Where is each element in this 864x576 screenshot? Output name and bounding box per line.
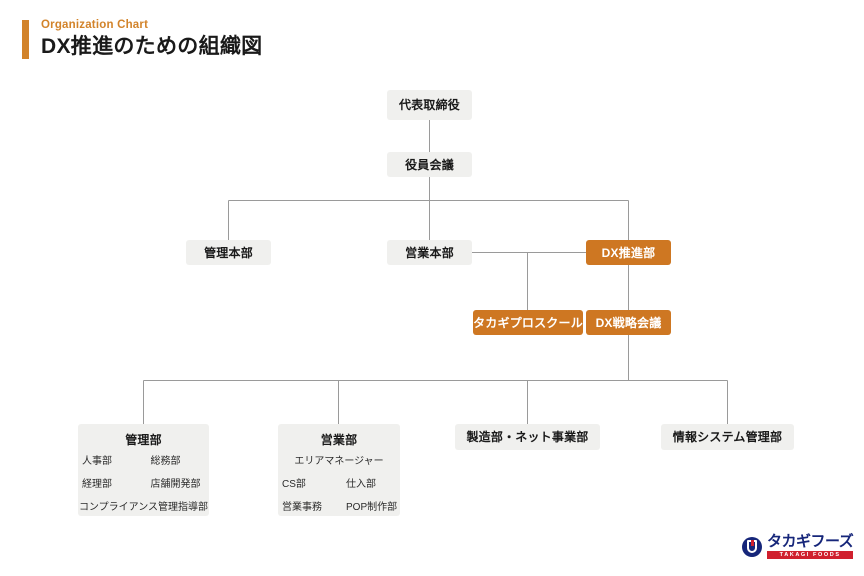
sub-department-row: エリアマネージャー	[278, 455, 400, 469]
logo-text-group: タカギフーズ TAKAGI FOODS	[767, 533, 854, 559]
header-accent-bar	[22, 20, 29, 59]
sub-department-list: 人事部 総務部 経理部 店舗開発部 コンプライアンス管理指導部	[78, 455, 209, 515]
sub-department-row: CS部 仕入部	[278, 478, 400, 492]
sub-department-list: エリアマネージャー CS部 仕入部 営業事務 POP制作部	[278, 455, 400, 515]
sub-department-item: 仕入部	[346, 479, 376, 490]
sub-department-row: 経理部 店舗開発部	[78, 478, 209, 492]
node-label: 営業部	[320, 433, 358, 447]
node-dx-strategy-meeting[interactable]: DX戦略会議	[586, 310, 671, 335]
node-label: 管理部	[125, 433, 162, 447]
node-sales-headquarters[interactable]: 営業本部	[387, 240, 472, 265]
node-sales-department[interactable]: 営業部 エリアマネージャー CS部 仕入部 営業事務 POP制作部	[278, 424, 400, 516]
logo-name-en: TAKAGI FOODS	[767, 551, 854, 559]
node-dx-promotion-division[interactable]: DX推進部	[586, 240, 671, 265]
company-logo: タカギフーズ TAKAGI FOODS	[742, 533, 854, 559]
node-label: DX戦略会議	[595, 315, 662, 330]
sub-department-item: コンプライアンス管理指導部	[78, 502, 209, 513]
logo-mark-icon	[742, 536, 762, 557]
sub-department-row: 人事部 総務部	[78, 455, 209, 469]
sub-department-item: 総務部	[150, 456, 181, 467]
node-label: 製造部・ネット事業部	[466, 430, 589, 444]
page-title: DX推進のための組織図	[41, 35, 263, 58]
node-manufacturing-net-business-department[interactable]: 製造部・ネット事業部	[455, 424, 600, 450]
node-admin-headquarters[interactable]: 管理本部	[186, 240, 271, 265]
sub-department-item: POP制作部	[346, 502, 398, 513]
node-label: 営業本部	[405, 245, 454, 260]
sub-department-item: 店舗開発部	[150, 479, 201, 490]
node-admin-department[interactable]: 管理部 人事部 総務部 経理部 店舗開発部 コンプライアンス管理指導部	[78, 424, 209, 516]
sub-department-row: コンプライアンス管理指導部	[78, 501, 209, 515]
node-information-systems-department[interactable]: 情報システム管理部	[661, 424, 794, 450]
node-label: 情報システム管理部	[672, 430, 783, 444]
node-label: 管理本部	[204, 245, 253, 260]
sub-department-item: 営業事務	[282, 502, 322, 513]
header-eyebrow: Organization Chart	[41, 19, 149, 31]
sub-department-item: CS部	[282, 479, 306, 490]
node-board-meeting[interactable]: 役員会議	[387, 152, 472, 177]
header-text-group: Organization Chart DX推進のための組織図	[41, 18, 262, 59]
sub-department-item: 人事部	[82, 456, 112, 467]
node-label: 代表取締役	[398, 98, 460, 112]
sub-department-item: エリアマネージャー	[294, 456, 384, 467]
node-label: 役員会議	[405, 157, 454, 172]
node-ceo[interactable]: 代表取締役	[387, 90, 472, 120]
page-header: Organization Chart DX推進のための組織図	[22, 18, 262, 59]
node-label: タカギプロスクール	[473, 315, 583, 330]
logo-name-jp: タカギフーズ	[767, 533, 854, 550]
sub-department-item: 経理部	[82, 479, 112, 490]
node-label: DX推進部	[601, 245, 656, 260]
node-takagi-pro-school[interactable]: タカギプロスクール	[473, 310, 583, 335]
sub-department-row: 営業事務 POP制作部	[278, 501, 400, 515]
